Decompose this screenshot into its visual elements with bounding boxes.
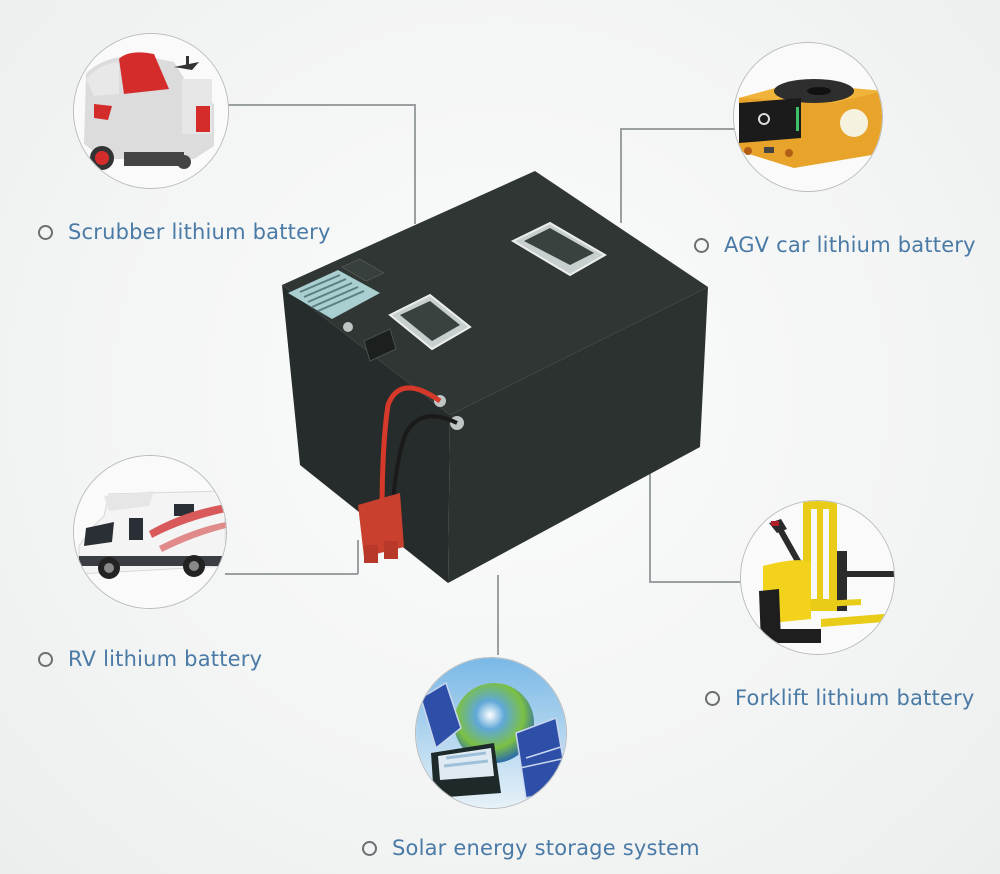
application-agv: AGV car lithium battery bbox=[694, 233, 976, 257]
application-label: Scrubber lithium battery bbox=[68, 220, 331, 244]
scrubber-image bbox=[73, 33, 229, 189]
bullet-circle-icon bbox=[38, 224, 53, 240]
connector-line-scrubber-h bbox=[228, 104, 415, 106]
connector-line-rv-v bbox=[357, 540, 359, 574]
application-solar: Solar energy storage system bbox=[362, 836, 700, 860]
bullet-circle-icon bbox=[694, 237, 709, 253]
connector-line-rv-h bbox=[225, 573, 358, 575]
battery-pack-image bbox=[280, 165, 712, 587]
application-label: AGV car lithium battery bbox=[724, 233, 976, 257]
agv-image bbox=[733, 42, 883, 192]
rv-image bbox=[73, 455, 227, 609]
floor-scrubber-icon bbox=[74, 34, 228, 188]
connector-line-scrubber-v bbox=[414, 104, 416, 224]
rv-motorhome-icon bbox=[74, 456, 226, 608]
connector-line-agv-v bbox=[620, 128, 622, 223]
application-scrubber: Scrubber lithium battery bbox=[38, 220, 331, 244]
connector-line-forklift-h bbox=[649, 581, 741, 583]
connector-line-forklift-v bbox=[649, 445, 651, 582]
forklift-icon bbox=[741, 501, 894, 654]
bullet-circle-icon bbox=[38, 651, 53, 667]
application-label: RV lithium battery bbox=[68, 647, 263, 671]
solar-globe-icon bbox=[416, 658, 566, 808]
agv-robot-icon bbox=[734, 43, 882, 191]
application-label: Forklift lithium battery bbox=[735, 686, 975, 710]
connector-line-agv-h bbox=[620, 128, 735, 130]
application-forklift: Forklift lithium battery bbox=[705, 686, 975, 710]
connector-line-solar-v bbox=[497, 575, 499, 655]
forklift-image bbox=[740, 500, 895, 655]
bullet-circle-icon bbox=[362, 840, 377, 856]
solar-image bbox=[415, 657, 567, 809]
application-rv: RV lithium battery bbox=[38, 647, 262, 671]
application-label: Solar energy storage system bbox=[392, 836, 700, 860]
bullet-circle-icon bbox=[705, 690, 720, 706]
lithium-battery-pack-icon bbox=[282, 171, 708, 583]
